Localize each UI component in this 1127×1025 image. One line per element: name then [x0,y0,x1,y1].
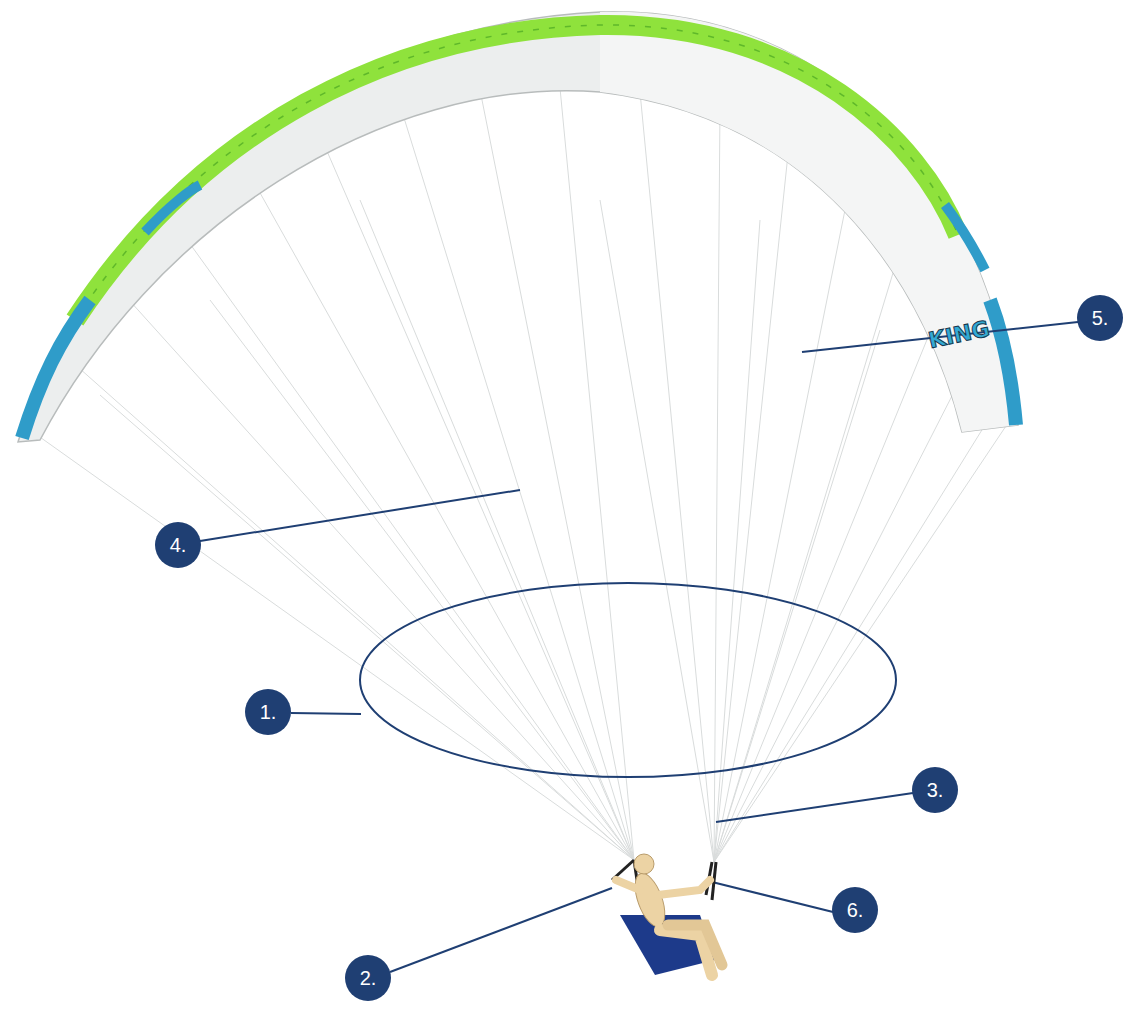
wing-canopy [18,12,1018,442]
wing-tip-left [22,300,90,438]
region-ellipse [360,583,896,777]
wing-blue-panel [145,185,200,232]
callout-number: 3. [912,767,958,813]
callout-number: 5. [1077,295,1123,341]
callout-number: 4. [155,522,201,568]
wing-green-band [75,25,958,320]
callout-badge: 5. [1077,295,1123,341]
wing-cells [75,25,958,320]
callout-badge: 2. [345,955,391,1001]
callout-badge: 4. [155,522,201,568]
pilot-figure [616,854,722,975]
callout-badge: 1. [245,689,291,735]
callout-badge: 3. [912,767,958,813]
wing-tip-right [990,300,1016,425]
wing-blue-panel [945,205,985,270]
callout-number: 2. [345,955,391,1001]
callout-number: 6. [832,887,878,933]
leader-lines [200,322,1078,972]
callout-badge: 6. [832,887,878,933]
risers [612,860,716,900]
callout-number: 1. [245,689,291,735]
